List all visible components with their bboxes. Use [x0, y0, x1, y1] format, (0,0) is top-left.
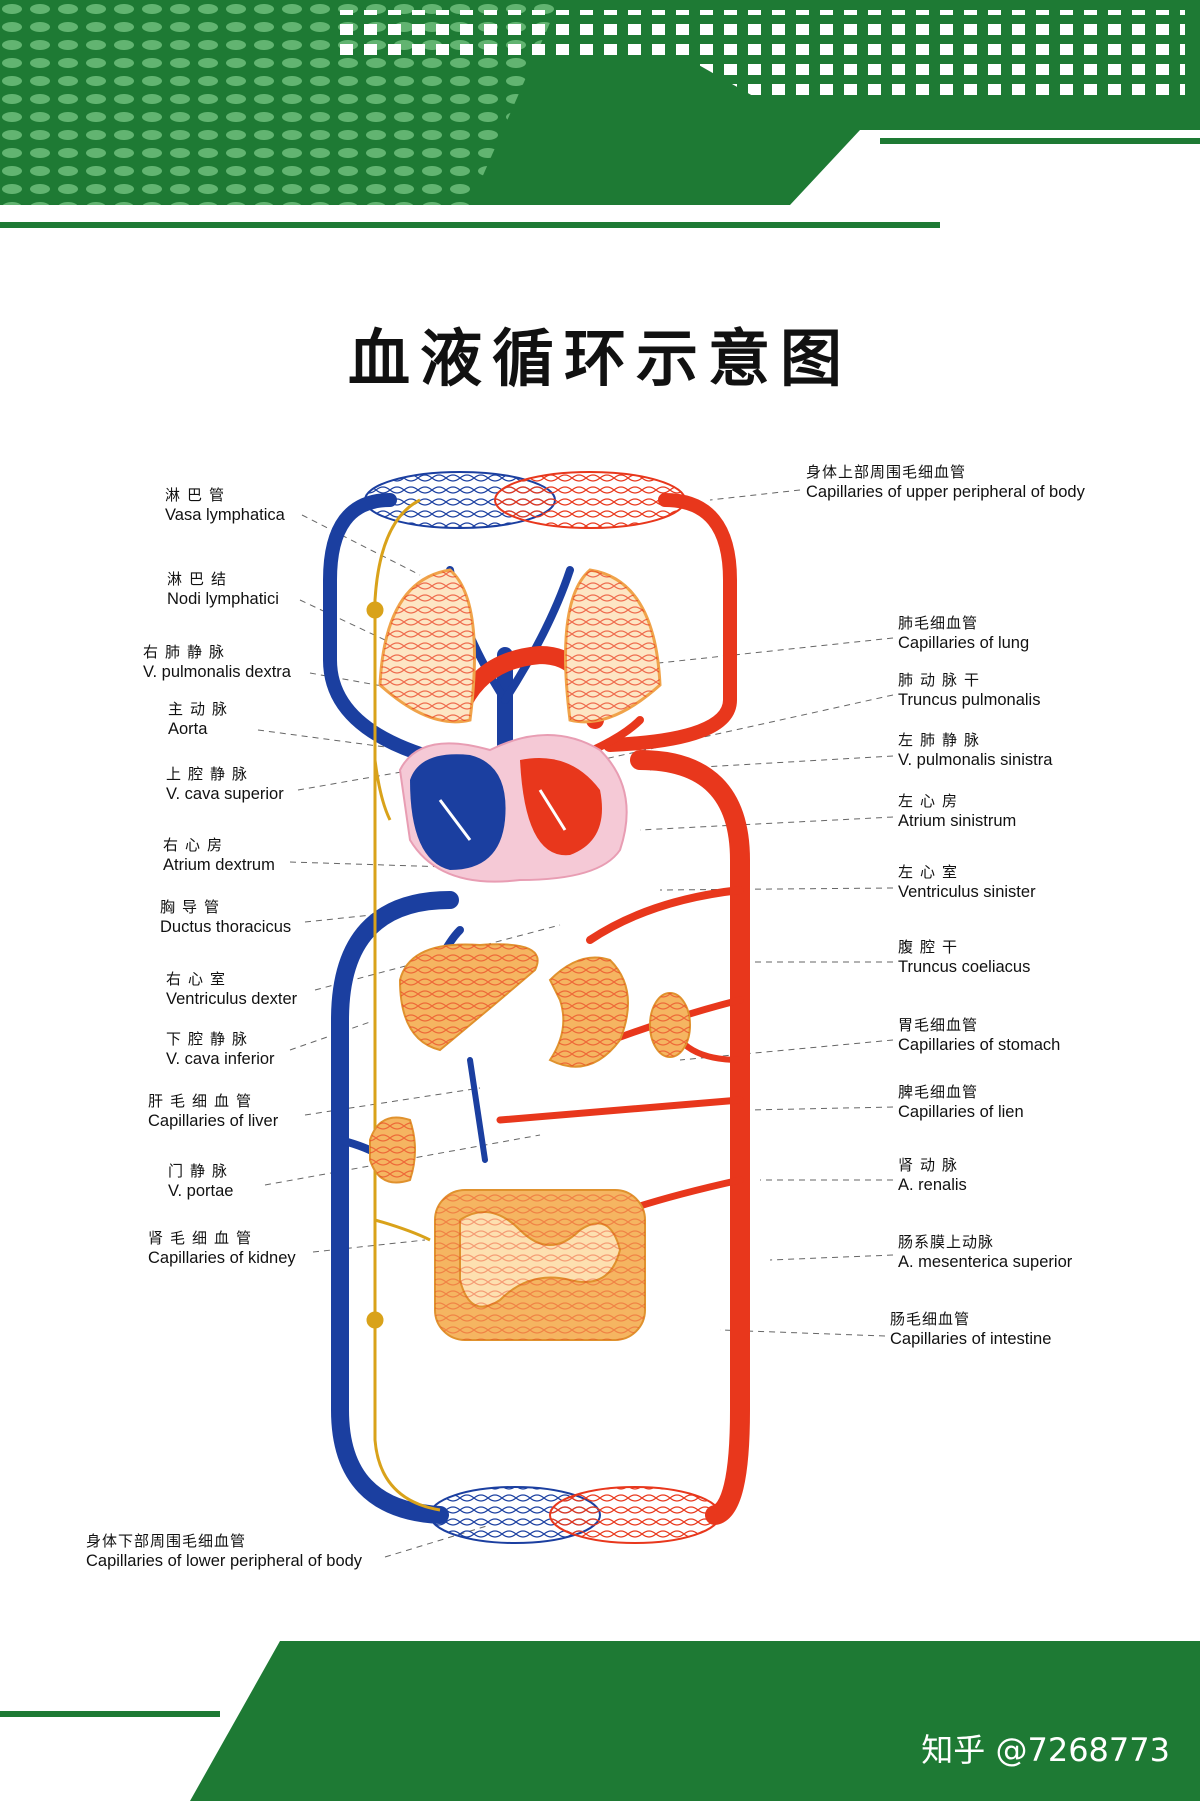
header-band	[0, 0, 1200, 228]
footer-band	[0, 1641, 1200, 1801]
watermark: 知乎 @7268773	[921, 1731, 1170, 1769]
lungs	[378, 568, 662, 724]
intestine	[434, 1189, 646, 1341]
liver	[398, 943, 539, 1052]
page-title: 血液循环示意图	[347, 322, 852, 395]
stomach	[548, 956, 629, 1068]
heart	[398, 734, 628, 883]
lower-capillaries	[429, 1486, 721, 1544]
spleen	[649, 992, 691, 1058]
kidney	[369, 1116, 416, 1184]
upper-capillaries	[364, 471, 686, 529]
lymphatics	[366, 498, 441, 1512]
circulation-diagram	[323, 471, 750, 1544]
